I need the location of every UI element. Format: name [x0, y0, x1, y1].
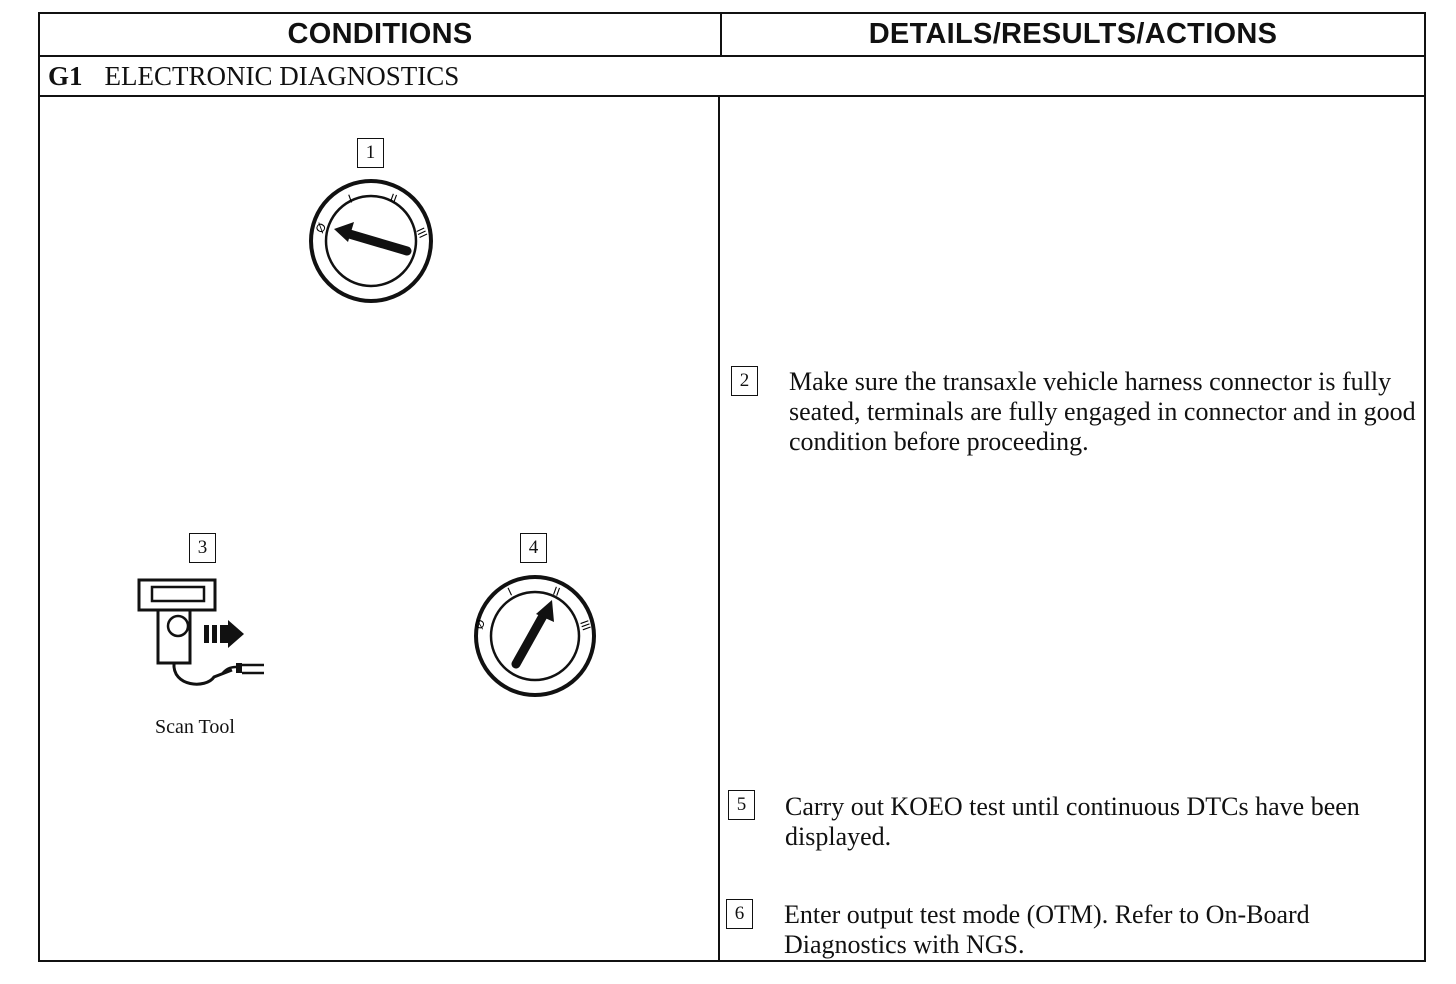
step-4-label: 4	[520, 533, 547, 563]
column-divider-header	[720, 12, 722, 56]
ignition-switch-run-icon: Ø I II III	[472, 575, 596, 697]
step-6-text: Enter output test mode (OTM). Refer to O…	[784, 900, 1310, 959]
header-divider	[38, 55, 1426, 57]
scan-tool-caption: Scan Tool	[155, 716, 235, 738]
ignition-mark-ii: II	[388, 191, 399, 206]
section-title: G1 ELECTRONIC DIAGNOSTICS	[48, 58, 459, 94]
ignition-mark-iii: III	[577, 618, 594, 632]
scan-tool-icon	[137, 578, 264, 686]
section-divider	[38, 95, 1426, 97]
section-name: ELECTRONIC DIAGNOSTICS	[104, 60, 460, 91]
step-6-label: 6	[726, 899, 753, 929]
step-1-label: 1	[357, 138, 384, 168]
conditions-header: CONDITIONS	[287, 17, 473, 50]
step-5-label: 5	[728, 790, 755, 820]
details-header: DETAILS/RESULTS/ACTIONS	[868, 17, 1278, 50]
step-2-text: Make sure the transaxle vehicle harness …	[789, 367, 1416, 456]
section-code: G1	[48, 60, 83, 91]
ignition-mark-i: I	[505, 585, 514, 599]
ignition-mark-i: I	[346, 192, 354, 206]
table-frame	[38, 12, 1426, 962]
step-2-label: 2	[731, 366, 758, 396]
column-divider-body	[718, 96, 720, 962]
step-5-text: Carry out KOEO test until continuous DTC…	[785, 792, 1360, 851]
step-3-label: 3	[189, 533, 216, 563]
ignition-mark-0: Ø	[472, 617, 488, 631]
ignition-mark-ii: II	[551, 584, 562, 599]
ignition-switch-off-icon: Ø I II III	[309, 179, 433, 303]
